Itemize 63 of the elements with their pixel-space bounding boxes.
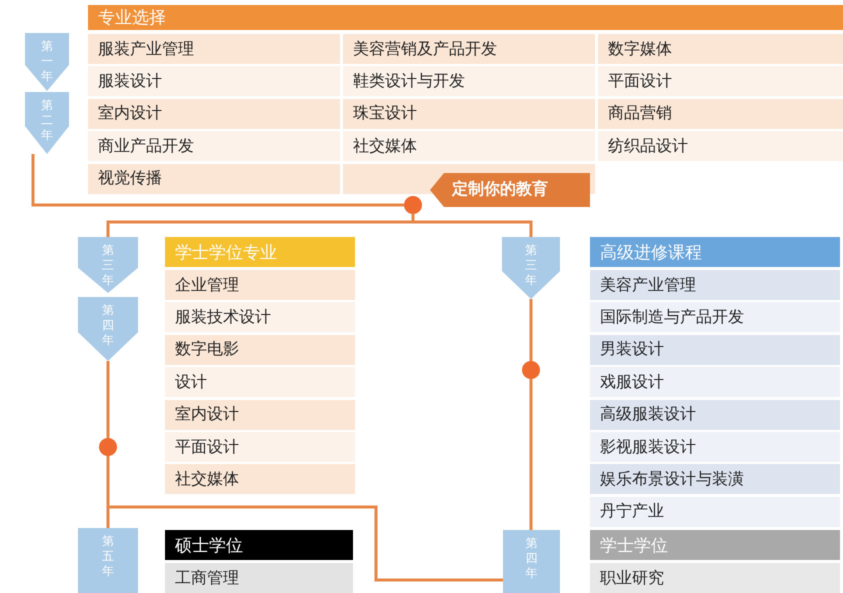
connector-line [530,379,532,530]
course-row: 美容产业管理 [590,270,840,300]
table-header: 学士学位专业 [165,237,355,267]
junction-dot [522,361,540,379]
course-row: 服装产业管理 [88,34,340,64]
course-table [590,237,840,529]
course-row: 男装设计 [590,334,840,365]
course-row: 职业研究 [590,563,840,593]
course-row: 企业管理 [165,270,355,300]
course-row: 平面设计 [598,66,843,96]
course-table [590,530,840,593]
course-row: 社交媒体 [343,131,595,162]
course-row: 服装设计 [88,66,340,96]
course-row: 高级服装设计 [590,400,840,430]
course-table [88,5,843,195]
course-row: 数字电影 [165,334,355,365]
course-row: 服装技术设计 [165,302,355,332]
course-row: 珠宝设计 [343,98,595,129]
year-marker [78,297,138,361]
course-row: 美容营销及产品开发 [343,34,595,64]
year-label: 第二年 [40,98,54,143]
callout-arrow [430,173,590,207]
connector-line [106,361,110,438]
year-label: 第四年 [102,303,114,348]
year-marker [502,237,560,299]
year-marker [78,528,138,593]
course-row: 商品营销 [598,98,843,129]
course-row: 工商管理 [165,563,353,593]
course-row: 鞋类设计与开发 [343,66,595,96]
connector-line [32,154,404,206]
year-label: 第五年 [102,534,114,579]
course-row: 平面设计 [165,432,355,462]
course-row: 戏服设计 [590,367,840,398]
course-row: 娱乐布景设计与装潢 [590,464,840,494]
year-label: 第四年 [525,536,538,581]
course-row: 纺织品设计 [598,131,843,162]
year-marker [25,92,69,154]
year-marker [78,237,138,293]
junction-dot [99,438,117,456]
course-table [165,530,353,593]
course-row: 数字媒体 [598,34,843,64]
course-row: 社交媒体 [165,464,355,494]
year-marker [25,33,69,91]
year-label: 第一年 [40,39,54,84]
course-row: 丹宁产业 [590,496,840,527]
course-row: 设计 [165,367,355,398]
course-row: 商业产品开发 [88,131,340,162]
year-label: 第三年 [102,243,114,288]
year-label: 第三年 [524,243,538,288]
course-row: 室内设计 [165,400,355,430]
table-header: 学士学位 [590,530,840,560]
connector-line [530,299,532,361]
junction-dot [404,196,422,214]
connector-line [412,214,532,237]
table-header: 高级进修课程 [590,237,840,267]
table-header: 硕士学位 [165,530,353,560]
course-row: 影视服装设计 [590,432,840,462]
callout-text: 定制你的教育 [452,179,548,200]
year-marker [503,530,560,593]
course-row: 国际制造与产品开发 [590,302,840,332]
table-header: 专业选择 [88,5,843,30]
course-row: 室内设计 [88,98,340,129]
course-row: 视觉传播 [88,164,340,194]
